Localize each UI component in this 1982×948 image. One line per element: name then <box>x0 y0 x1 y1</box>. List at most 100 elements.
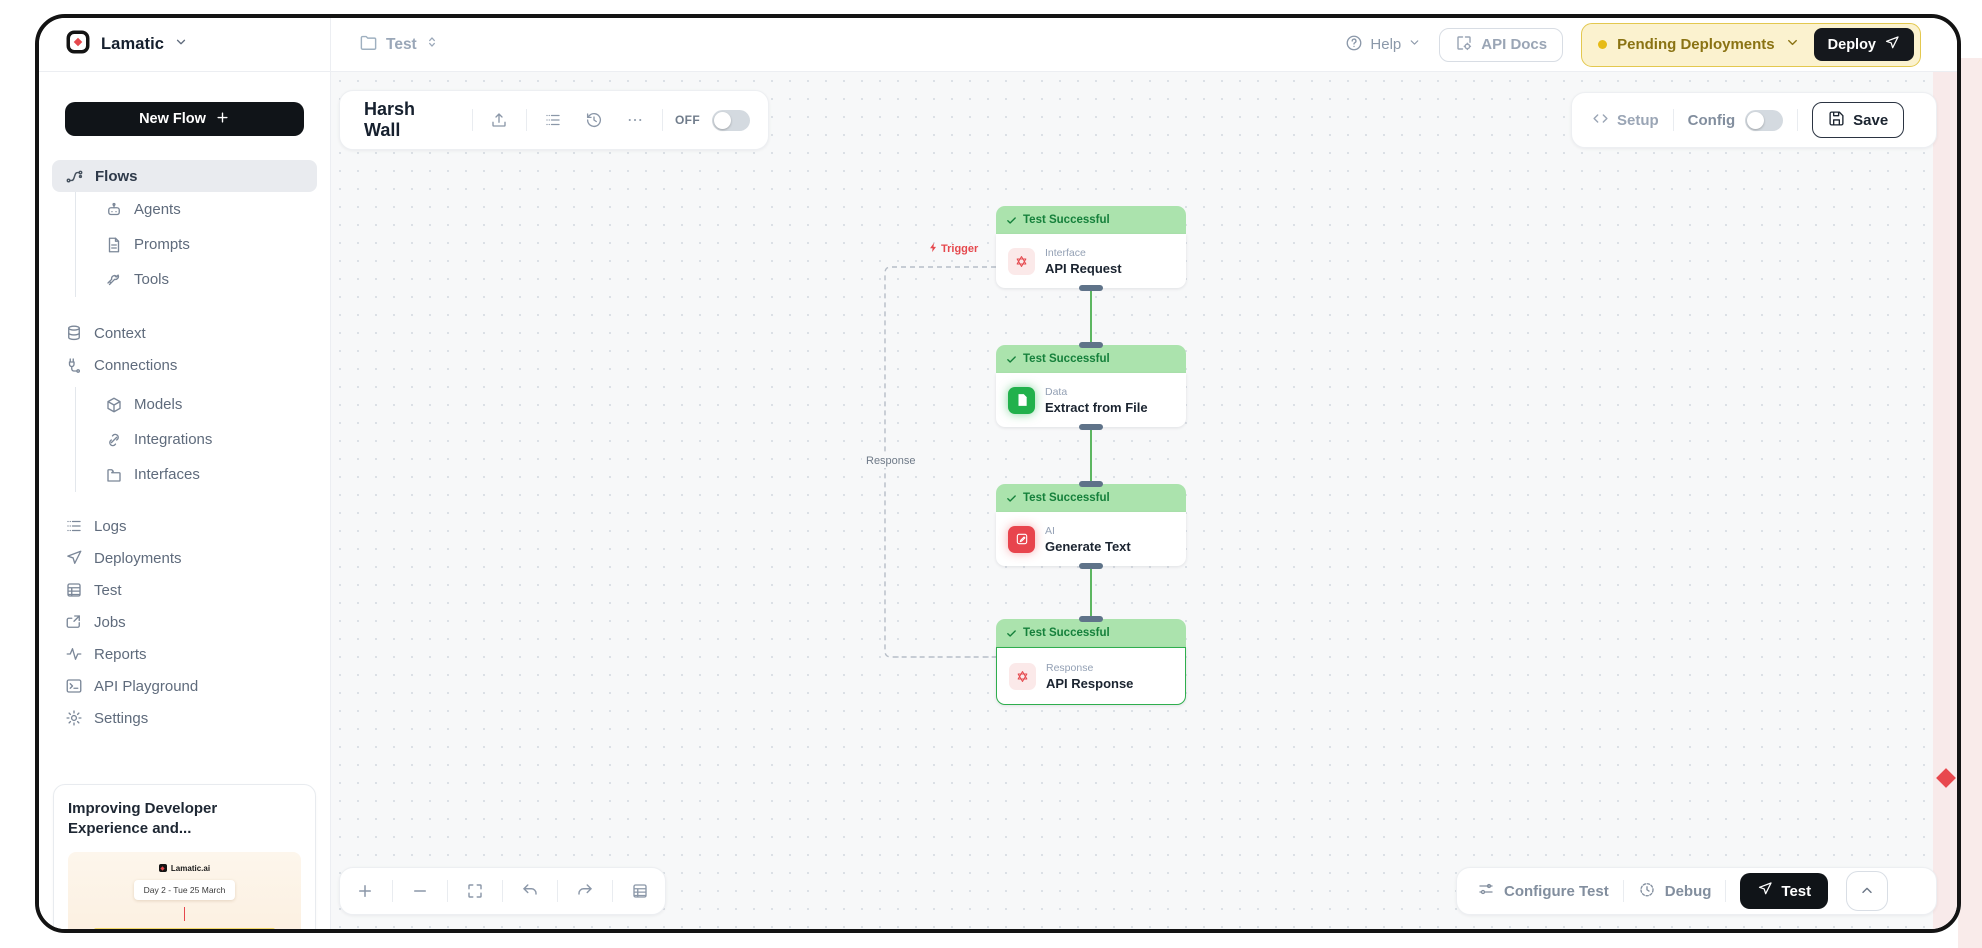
new-flow-label: New Flow <box>139 111 206 127</box>
node-input-handle[interactable] <box>1079 481 1103 487</box>
check-icon <box>1007 629 1016 637</box>
node-body[interactable]: AI Generate Text <box>996 512 1186 566</box>
sidebar-item-label: Connections <box>94 356 178 374</box>
node-output-handle[interactable] <box>1079 424 1103 430</box>
node-body[interactable]: Response API Response <box>996 647 1186 705</box>
sidebar-item-label: API Playground <box>94 677 199 695</box>
promo-highlight-band <box>93 927 276 929</box>
pending-deployments-label: Pending Deployments <box>1617 36 1775 53</box>
debug-label: Debug <box>1664 882 1712 900</box>
node-status-bar: Test Successful <box>996 484 1186 512</box>
flow-node-extract-from-file[interactable]: Test Successful Data Extract from File <box>996 342 1186 430</box>
sidebar-item-context[interactable]: Context <box>39 317 330 349</box>
brand-zone[interactable]: Lamatic <box>39 18 331 71</box>
node-category: Response <box>1046 661 1094 674</box>
debug-button[interactable]: Debug <box>1638 880 1712 902</box>
configure-test-label: Configure Test <box>1504 882 1609 900</box>
sidebar-item-flows[interactable]: Flows <box>52 160 317 192</box>
chevron-down-icon <box>1408 36 1421 53</box>
help-circle-icon <box>1345 34 1363 56</box>
history-button[interactable] <box>580 105 609 135</box>
redo-button[interactable] <box>570 876 600 906</box>
sidebar-item-prompts[interactable]: Prompts <box>76 227 330 262</box>
checklist-button[interactable] <box>539 105 568 135</box>
sidebar-item-label: Logs <box>94 517 127 535</box>
promo-card[interactable]: Improving Developer Experience and... La… <box>53 784 316 929</box>
flow-node-api-response[interactable]: Test Successful Response API Response <box>996 616 1186 705</box>
page-right-strip <box>1958 58 1982 948</box>
node-body[interactable]: Interface API Request <box>996 234 1186 288</box>
node-category: AI <box>1045 524 1055 537</box>
sidebar-item-tools[interactable]: Tools <box>76 262 330 297</box>
folder-icon <box>359 33 378 57</box>
node-output-handle[interactable] <box>1079 285 1103 291</box>
flow-canvas[interactable]: Trigger Response Test Successful Interfa… <box>331 72 1957 929</box>
pending-status-dot <box>1598 40 1608 49</box>
fit-view-button[interactable] <box>460 876 490 906</box>
breadcrumb[interactable]: Test <box>359 33 439 57</box>
flow-enabled-toggle[interactable] <box>712 109 751 131</box>
promo-brand-label: Lamatic.ai <box>170 863 211 873</box>
send-icon <box>1884 35 1900 55</box>
sidebar-item-connections[interactable]: Connections <box>39 349 330 381</box>
test-button[interactable]: Test <box>1740 873 1829 909</box>
chevrons-up-down-icon[interactable] <box>425 35 439 54</box>
config-panel: Setup Config Save <box>1571 92 1937 148</box>
sidebar-item-settings[interactable]: Settings <box>39 702 330 734</box>
top-bar: Lamatic Test Help <box>39 18 1957 72</box>
flows-subgroup: Agents Prompts Tools <box>75 192 330 297</box>
node-status-bar: Test Successful <box>996 619 1186 647</box>
sidebar: New Flow Flows Agents Prompts <box>39 72 331 929</box>
config-toggle-group[interactable]: Config <box>1687 109 1784 131</box>
node-input-handle[interactable] <box>1079 342 1103 348</box>
node-body[interactable]: Data Extract from File <box>996 373 1186 427</box>
node-input-handle[interactable] <box>1079 616 1103 622</box>
sidebar-item-agents[interactable]: Agents <box>76 192 330 227</box>
promo-date-chip: Day 2 - Tue 25 March <box>133 879 236 900</box>
sidebar-item-models[interactable]: Models <box>76 387 330 422</box>
help-menu[interactable]: Help <box>1345 34 1421 56</box>
share-upload-button[interactable] <box>485 105 514 135</box>
data-table-button[interactable] <box>625 876 655 906</box>
chevron-down-icon[interactable] <box>1785 35 1800 55</box>
chevron-down-icon[interactable] <box>174 35 188 54</box>
test-label: Test <box>1781 882 1812 900</box>
undo-button[interactable] <box>515 876 545 906</box>
expand-panel-button[interactable] <box>1846 871 1889 911</box>
sidebar-item-test[interactable]: Test <box>39 574 330 606</box>
configure-test-button[interactable]: Configure Test <box>1477 880 1609 902</box>
node-title: API Request <box>1045 260 1122 276</box>
zoom-in-button[interactable] <box>350 876 380 906</box>
deploy-button[interactable]: Deploy <box>1813 28 1914 61</box>
api-docs-button[interactable]: API Docs <box>1439 27 1564 62</box>
connections-subgroup: Models Integrations Interfaces <box>75 387 330 492</box>
test-footer-panel: Configure Test Debug Test <box>1456 867 1937 915</box>
node-output-handle[interactable] <box>1079 563 1103 569</box>
response-node-icon <box>1009 662 1036 690</box>
save-button[interactable]: Save <box>1812 102 1905 138</box>
zoom-out-button[interactable] <box>405 876 435 906</box>
sidebar-item-deployments[interactable]: Deployments <box>39 542 330 574</box>
send-icon <box>1757 881 1773 901</box>
save-icon <box>1828 110 1845 131</box>
new-flow-button[interactable]: New Flow <box>65 102 304 136</box>
config-toggle[interactable] <box>1745 109 1784 131</box>
flow-node-api-request[interactable]: Test Successful Interface API Request <box>996 206 1186 291</box>
sidebar-item-logs[interactable]: Logs <box>39 510 330 542</box>
sidebar-item-reports[interactable]: Reports <box>39 638 330 670</box>
node-text: Response API Response <box>1046 662 1133 691</box>
promo-image: Lamatic.ai Day 2 - Tue 25 March <box>68 851 301 929</box>
config-label: Config <box>1687 111 1736 129</box>
sidebar-item-jobs[interactable]: Jobs <box>39 606 330 638</box>
sidebar-item-api-playground[interactable]: API Playground <box>39 670 330 702</box>
pending-deployments-pill[interactable]: Pending Deployments Deploy <box>1581 22 1921 67</box>
sidebar-item-integrations[interactable]: Integrations <box>76 422 330 457</box>
node-text: Interface API Request <box>1045 247 1122 276</box>
node-category: Data <box>1045 385 1068 398</box>
setup-button[interactable]: Setup <box>1592 110 1659 131</box>
node-status-bar: Test Successful <box>996 345 1186 373</box>
flow-node-generate-text[interactable]: Test Successful AI Generate Text <box>996 481 1186 569</box>
sidebar-item-interfaces[interactable]: Interfaces <box>76 457 330 492</box>
more-options-button[interactable] <box>621 105 650 135</box>
node-text: AI Generate Text <box>1045 525 1131 554</box>
